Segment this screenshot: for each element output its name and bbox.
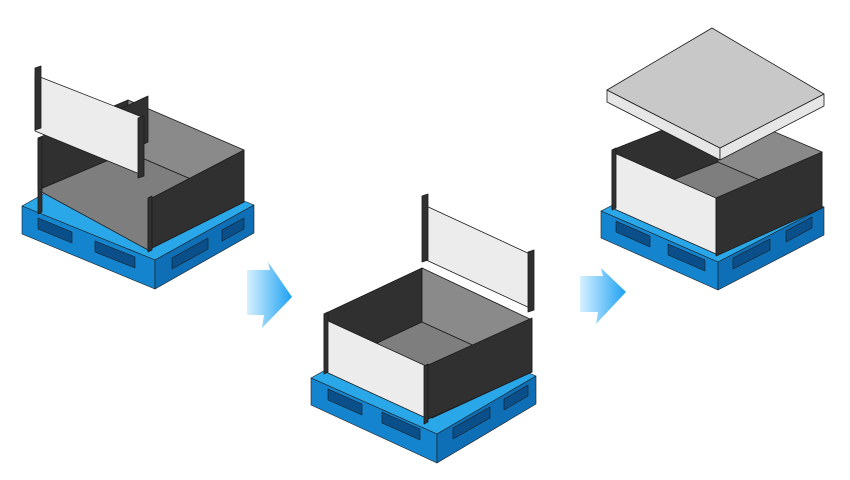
step-2-illustration	[310, 193, 537, 464]
step-3-illustration	[600, 27, 825, 291]
step-2-side-panel	[421, 193, 535, 313]
step-1-side-panel	[34, 65, 149, 179]
step-1-illustration	[21, 65, 255, 290]
step-3-lid	[606, 27, 825, 161]
step-2-container	[323, 267, 533, 425]
arrow-right-icon	[580, 268, 626, 324]
arrow-right-icon	[247, 262, 292, 328]
step-1-container	[37, 99, 245, 253]
